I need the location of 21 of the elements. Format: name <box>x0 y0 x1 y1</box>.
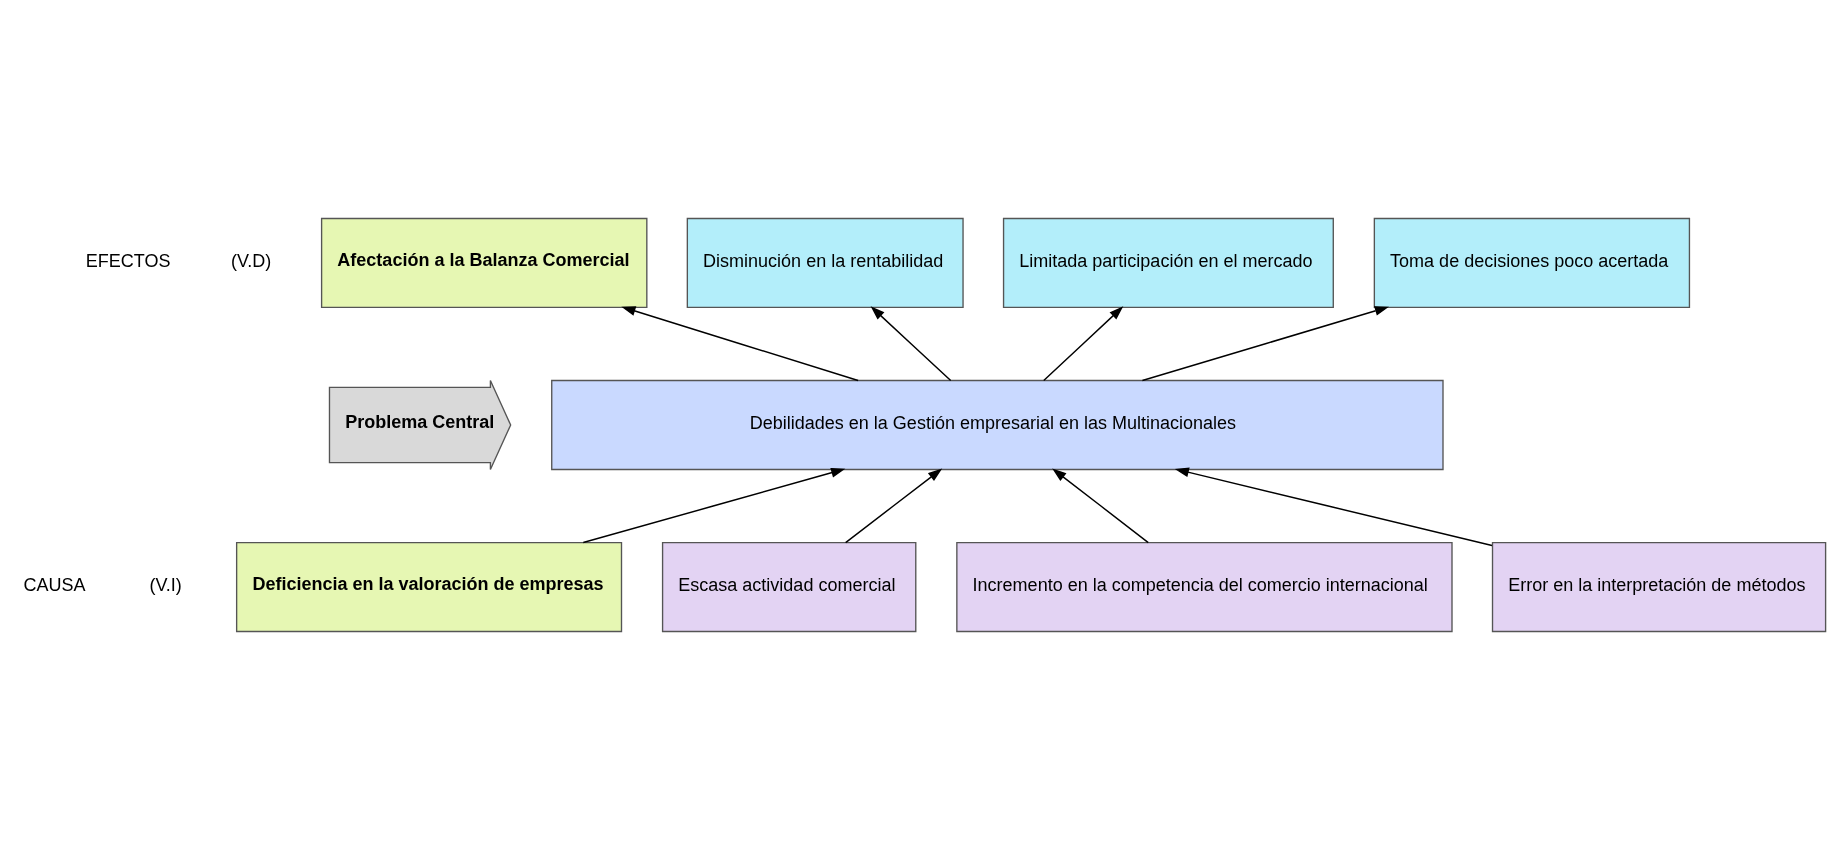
arrow <box>1043 305 1124 381</box>
label: (V.I) <box>149 574 182 595</box>
arrow <box>1141 305 1389 381</box>
node-box: Incremento en la competencia del comercio internacional <box>956 541 1453 632</box>
node-box: Disminución en la rentabilidad <box>686 217 964 308</box>
node-box: Afectación a la Balanza Comercial <box>320 217 648 308</box>
arrow <box>1052 467 1149 543</box>
arrow <box>582 467 846 543</box>
node-box: Limitada participación en el mercado <box>1002 217 1334 308</box>
node-box: Toma de decisiones poco acertada <box>1373 217 1691 308</box>
arrow <box>870 305 952 381</box>
node-box: Escasa actividad comercial <box>661 541 917 632</box>
arrow <box>844 467 943 543</box>
node-box: Debilidades en la Gestión empresarial en las Multinacionales <box>551 379 1444 470</box>
arrow <box>1174 466 1493 546</box>
node-box: Deficiencia en la valoración de empresas <box>235 541 623 632</box>
label: EFECTOS <box>85 250 171 271</box>
label: (V.D) <box>231 250 272 271</box>
node-box: Error en la interpretación de métodos <box>1491 541 1827 632</box>
label: CAUSA <box>23 574 86 595</box>
arrow <box>621 305 859 381</box>
